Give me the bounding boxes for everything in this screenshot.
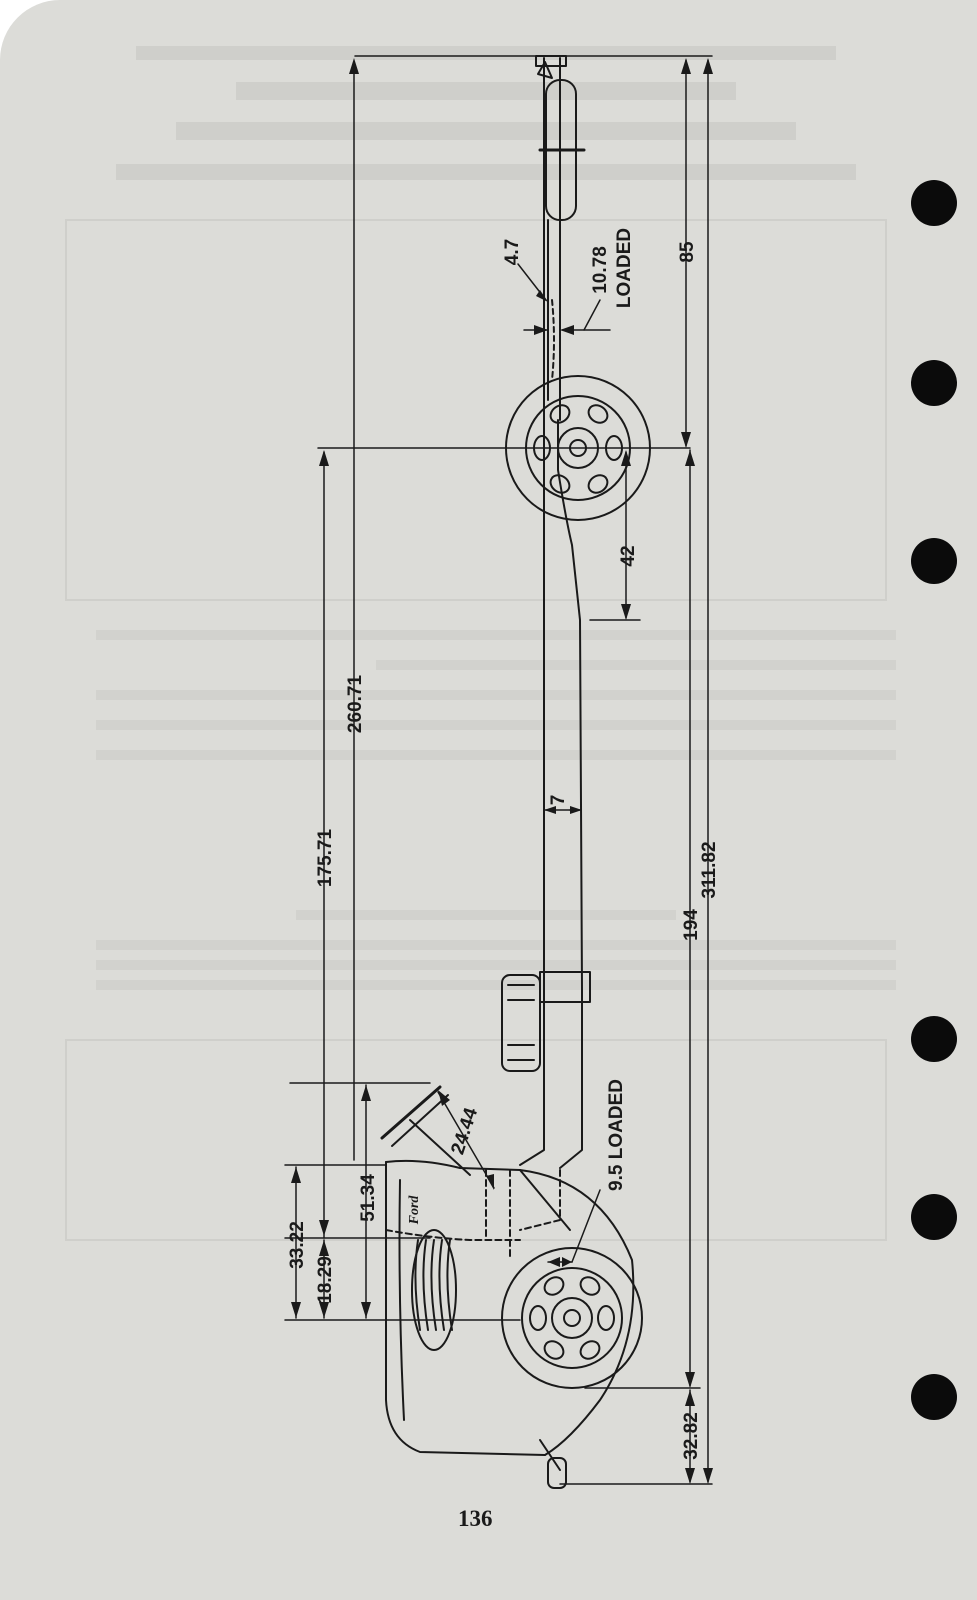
dim-7: 7 — [548, 795, 569, 806]
dim-9-5-loaded: 9.5 LOADED — [606, 1079, 627, 1191]
page-number: 136 — [458, 1506, 493, 1531]
dim-32-82: 32.82 — [681, 1412, 702, 1460]
dim-260-71: 260.71 — [345, 675, 366, 734]
dim-42: 42 — [618, 545, 639, 566]
punch-hole-1 — [911, 180, 957, 226]
dim-24-44: 24.44 — [447, 1105, 482, 1157]
hood-emblem: Ford — [407, 1195, 422, 1226]
vehicle-outline — [380, 55, 651, 1489]
dimension-labels: 4.7 10.78 LOADED 85 42 260.71 175.71 7 3… — [287, 228, 720, 1460]
dim-51-34: 51.34 — [358, 1174, 379, 1222]
front-wheel — [501, 1247, 643, 1389]
dim-311-82: 311.82 — [699, 841, 720, 898]
dim-85: 85 — [677, 241, 698, 263]
dimension-lines — [284, 55, 713, 1485]
dim-194: 194 — [681, 909, 702, 941]
dim-10-78: 10.78 — [590, 246, 611, 294]
punch-hole-3 — [911, 538, 957, 584]
cowl-and-hood — [385, 1159, 635, 1489]
punch-hole-2 — [911, 360, 957, 406]
punch-hole-4 — [911, 1016, 957, 1062]
dim-4-7: 4.7 — [502, 239, 523, 265]
dim-10-78-loaded: LOADED — [614, 228, 635, 308]
windshield — [380, 1085, 471, 1176]
dim-33-22: 33.22 — [287, 1221, 308, 1269]
dim-175-71: 175.71 — [315, 829, 336, 888]
spare-carrier — [501, 971, 591, 1072]
punch-hole-5 — [911, 1194, 957, 1240]
dim-18-29: 18.29 — [315, 1256, 336, 1304]
punch-hole-6 — [911, 1374, 957, 1420]
